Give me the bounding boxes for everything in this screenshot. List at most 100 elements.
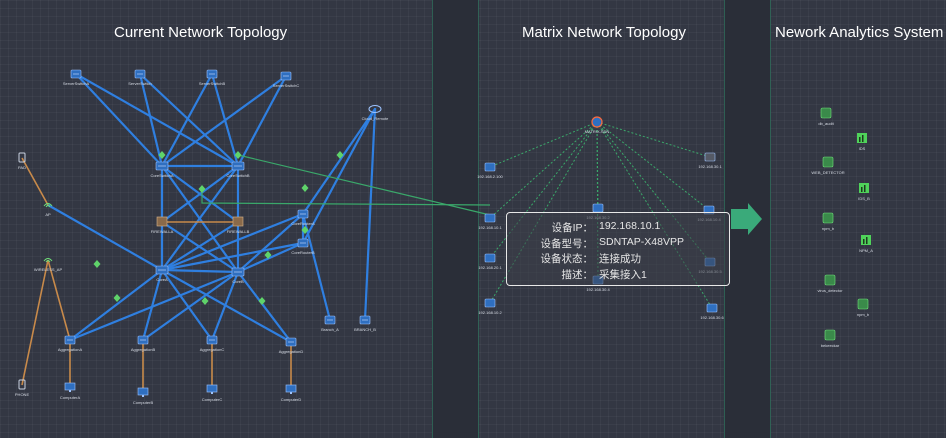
node-label: ComputerD	[281, 397, 302, 402]
server-switch-icon: ServerSwitch	[128, 69, 152, 86]
tooltip-value: 192.168.10.1	[599, 220, 661, 232]
node-label: AggregationB	[131, 347, 156, 352]
access-link	[21, 157, 49, 206]
node-label: CoreB	[232, 279, 244, 284]
tooltip-row: 设备状态： 连接成功	[507, 251, 729, 265]
tooltip-key: 描述：	[561, 269, 594, 281]
phone-icon: PHONE	[15, 379, 29, 397]
node-label: db_audit	[818, 121, 834, 126]
network-link	[160, 268, 214, 342]
node-label: WIRELESS_AP	[34, 267, 63, 272]
computer-icon: ComputerC	[202, 384, 222, 402]
node-label: 192.168.30.6	[700, 315, 724, 320]
node-label: ServerSwitchB	[199, 81, 226, 86]
network-link	[46, 203, 164, 272]
node-label: npm_b	[857, 312, 870, 317]
status-diamond-icon	[113, 294, 121, 302]
status-diamond-icon	[264, 251, 272, 259]
node-label: 192.168.10.1	[478, 225, 502, 230]
aggregation-switch-icon: AggregationD	[279, 337, 304, 354]
matrix-device-icon: 192.168.2.100	[477, 162, 504, 179]
node-label: ServerSwitchA	[63, 81, 90, 86]
network-link	[141, 268, 164, 342]
matrix-link	[489, 121, 598, 168]
matrix-device-icon: 192.168.10.1	[478, 213, 502, 230]
bar-chart-icon: IDS	[857, 133, 867, 151]
firewall-icon: FIREWALLA	[151, 216, 174, 234]
tooltip-key: 设备型号：	[540, 238, 594, 250]
node-label: AggregationD	[279, 349, 304, 354]
network-link	[74, 72, 240, 168]
section-divider	[770, 0, 771, 438]
network-link	[160, 212, 305, 272]
node-label: AP	[45, 212, 51, 217]
network-link	[68, 268, 164, 342]
status-diamond-icon	[258, 297, 266, 305]
status-diamond-icon	[301, 226, 309, 234]
node-label: AggregationC	[200, 347, 225, 352]
access-link	[21, 259, 49, 386]
current-topology-title: Current Network Topology	[114, 24, 288, 41]
network-link	[141, 270, 240, 342]
tooltip-row: 设备型号： SDNTAP-X48VPP	[507, 236, 729, 250]
node-label: Branch_A	[321, 327, 339, 332]
status-diamond-icon	[198, 185, 206, 193]
wifi-icon: AP	[43, 203, 53, 217]
server-switch-icon: ServerSwitchB	[199, 69, 226, 86]
wifi-icon: WIRELESS_AP	[34, 258, 63, 272]
status-diamond-icon	[201, 297, 209, 305]
tap-link	[201, 189, 491, 206]
core-switch-icon: CoreSwitchA	[150, 161, 174, 178]
core-switch-icon: CoreSwitchB	[226, 161, 250, 178]
network-link	[160, 72, 214, 168]
analytics-app-icon: npm_b	[857, 298, 870, 317]
device-tooltip: 设备IP： 192.168.10.1 设备型号： SDNTAP-X48VPP 设…	[506, 212, 730, 286]
gap-band-left	[432, 0, 478, 438]
node-label: ComputerA	[60, 395, 81, 400]
computer-icon: ComputerB	[133, 387, 153, 405]
computer-icon: ComputerD	[281, 384, 302, 402]
network-link	[160, 220, 240, 272]
matrix-hub-icon: MATRIX-SDN	[585, 116, 610, 134]
network-link	[138, 72, 164, 168]
links-layer	[21, 72, 713, 393]
analytics-app-icon: virus_detector	[817, 274, 843, 293]
node-label: IDS_B	[858, 196, 870, 201]
network-link	[68, 270, 240, 342]
node-label: NPM_A	[859, 248, 873, 253]
tablet-icon: PAD	[18, 152, 26, 170]
network-link	[301, 107, 377, 216]
firewall-icon: FIREWALLB	[227, 216, 250, 234]
access-link	[47, 259, 71, 341]
aggregation-switch-icon: AggregationC	[200, 335, 225, 352]
matrix-link	[596, 121, 711, 158]
node-label: virus_detector	[817, 288, 843, 293]
tooltip-key: 设备状态：	[540, 253, 594, 265]
network-link	[236, 74, 288, 168]
node-label: IDS	[859, 146, 866, 151]
status-diamond-icon	[301, 184, 309, 192]
core-switch-icon: CoreA	[155, 265, 169, 282]
network-link	[236, 212, 305, 274]
tooltip-value: 采集接入1	[599, 269, 647, 281]
matrix-device-icon: 192.168.10.2	[478, 298, 502, 315]
node-label: 192.168.2.100	[477, 174, 503, 179]
network-link	[363, 107, 377, 322]
node-label: 192.168.30.4	[586, 287, 610, 292]
network-link	[210, 270, 240, 342]
computer-icon: ComputerA	[60, 382, 81, 400]
node-label: bekeeckar	[821, 343, 840, 348]
cloud-icon: Cloud_Remote	[362, 105, 389, 121]
matrix-device-icon: 192.168.30.6	[700, 303, 724, 320]
node-label: PAD	[18, 165, 26, 170]
matrix-link	[596, 121, 710, 211]
core-switch-icon: CoreB	[231, 267, 245, 284]
node-label: MATRIX-SDN	[585, 129, 610, 134]
node-label: Cloud_Remote	[362, 116, 389, 121]
network-link	[160, 241, 305, 272]
section-divider	[478, 0, 479, 438]
analytics-app-icon: db_audit	[818, 107, 835, 126]
status-diamond-icon	[158, 151, 166, 159]
router-icon: CoreRouterA	[291, 209, 315, 226]
